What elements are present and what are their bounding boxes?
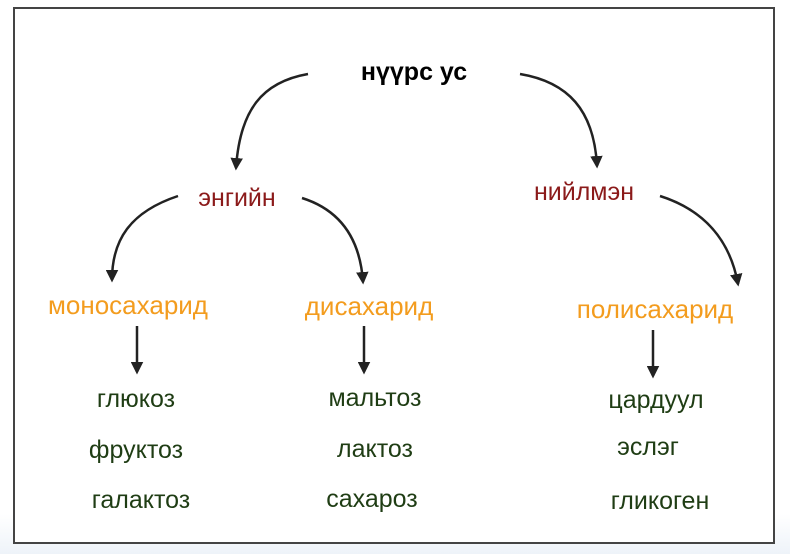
root-label: нүүрс ус [360, 58, 468, 86]
disaccharide-label: дисахарид [304, 291, 434, 321]
monosaccharide-label: моносахарид [48, 290, 208, 320]
di-item-sucrose: сахароз [326, 485, 418, 513]
simple-label: энгийн [198, 184, 276, 212]
mono-item-glucose: глюкоз [96, 385, 176, 413]
mono-item-fructose: фруктоз [88, 436, 184, 464]
poly-item-starch: цардуул [608, 386, 704, 414]
arrow-simple-to-di [301, 196, 369, 285]
arrow-root-to-simple [230, 72, 309, 171]
di-item-lactose: лактоз [337, 435, 413, 463]
polysaccharide-label: полисахарид [576, 294, 734, 324]
arrow-complex-to-poly [659, 194, 743, 287]
arrow-root-to-complex [519, 72, 603, 169]
complex-label: нийлмэн [533, 178, 635, 206]
diagram-frame [13, 7, 775, 544]
di-item-maltose: мальтоз [328, 384, 422, 412]
mono-item-galactose: галактоз [91, 486, 191, 514]
arrow-simple-to-mono [105, 194, 179, 283]
poly-item-glycogen: гликоген [610, 487, 710, 515]
poly-item-cellulose: эслэг [617, 433, 679, 461]
